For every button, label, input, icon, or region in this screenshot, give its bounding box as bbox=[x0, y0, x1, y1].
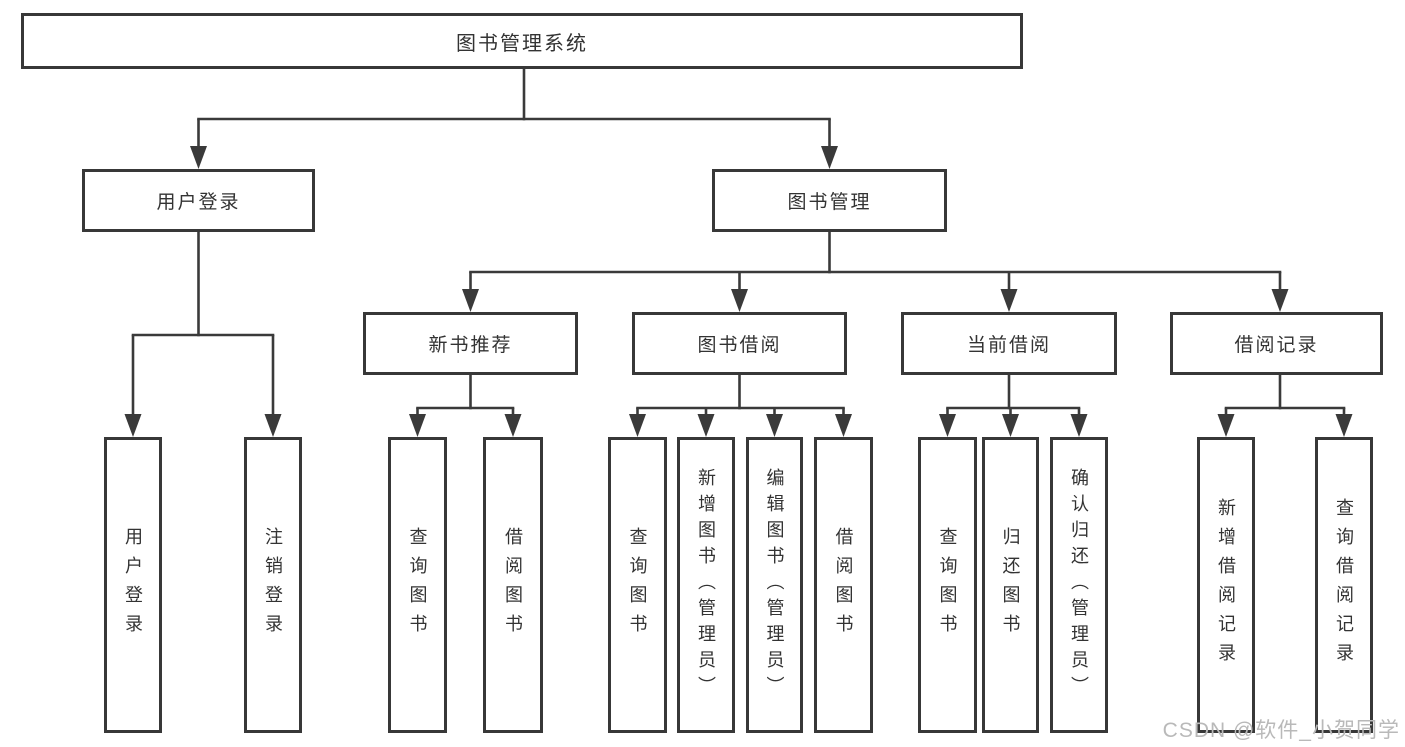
leaf-query-books-recommend: 查询图书 bbox=[388, 437, 447, 733]
node-library-management-system: 图书管理系统 bbox=[21, 13, 1023, 69]
node-label: 借阅记录 bbox=[1234, 335, 1319, 356]
node-borrowing-records: 借阅记录 bbox=[1170, 312, 1383, 375]
leaf-borrow-books-recommend: 借阅图书 bbox=[483, 437, 543, 733]
arrowhead-icon bbox=[1335, 414, 1353, 437]
arrowhead-icon bbox=[629, 414, 646, 437]
leaf-edit-books-admin: 编辑图书（管理员） bbox=[746, 437, 803, 733]
leaf-user-login: 用户登录 bbox=[104, 437, 162, 733]
leaf-query-books-current: 查询图书 bbox=[918, 437, 977, 733]
node-user-login: 用户登录 bbox=[82, 169, 315, 232]
leaf-query-borrow-record: 查询借阅记录 bbox=[1315, 437, 1373, 733]
leaf-logout: 注销登录 bbox=[244, 437, 302, 733]
leaf-confirm-return-admin: 确认归还（管理员） bbox=[1050, 437, 1108, 733]
node-current-borrowing: 当前借阅 bbox=[901, 312, 1117, 375]
arrowhead-icon bbox=[1000, 289, 1018, 312]
node-label: 借阅图书 bbox=[503, 527, 523, 643]
arrowhead-icon bbox=[409, 414, 426, 437]
leaf-add-books-admin: 新增图书（管理员） bbox=[677, 437, 735, 733]
node-label: 新增图书（管理员） bbox=[696, 468, 716, 702]
csdn-watermark: CSDN @软件_小贺同学 bbox=[1162, 719, 1400, 742]
leaf-query-books-borrowing: 查询图书 bbox=[608, 437, 667, 733]
node-label: 图书管理系统 bbox=[456, 32, 588, 55]
arrowhead-icon bbox=[264, 414, 282, 437]
arrowhead-icon bbox=[462, 289, 479, 312]
leaf-borrow-books: 借阅图书 bbox=[814, 437, 873, 733]
arrowhead-icon bbox=[835, 414, 852, 437]
node-label: 查询图书 bbox=[937, 527, 958, 643]
node-label: 注销登录 bbox=[263, 527, 283, 643]
node-label: 归还图书 bbox=[1000, 527, 1021, 643]
node-label: 编辑图书（管理员） bbox=[764, 468, 785, 702]
node-label: 查询图书 bbox=[407, 527, 428, 643]
node-new-book-recommend: 新书推荐 bbox=[363, 312, 578, 375]
leaf-add-borrow-record: 新增借阅记录 bbox=[1197, 437, 1255, 733]
arrowhead-icon bbox=[504, 414, 522, 437]
arrowhead-icon bbox=[697, 414, 715, 437]
arrowhead-icon bbox=[1070, 414, 1088, 437]
node-label: 新增借阅记录 bbox=[1216, 498, 1236, 672]
node-label: 当前借阅 bbox=[966, 335, 1051, 356]
node-book-borrowing: 图书借阅 bbox=[632, 312, 847, 375]
node-label: 查询借阅记录 bbox=[1334, 498, 1354, 672]
node-label: 查询图书 bbox=[627, 527, 648, 643]
node-label: 用户登录 bbox=[156, 192, 241, 213]
arrowhead-icon bbox=[124, 414, 142, 437]
node-label: 借阅图书 bbox=[833, 527, 854, 643]
arrowhead-icon bbox=[821, 146, 838, 169]
arrowhead-icon bbox=[1271, 289, 1289, 312]
arrowhead-icon bbox=[731, 289, 748, 312]
node-label: 确认归还（管理员） bbox=[1069, 468, 1089, 702]
arrowhead-icon bbox=[766, 414, 783, 437]
arrowhead-icon bbox=[1002, 414, 1019, 437]
node-label: 图书借阅 bbox=[697, 335, 782, 356]
arrowhead-icon bbox=[939, 414, 956, 437]
node-label: 图书管理 bbox=[787, 192, 872, 213]
node-label: 用户登录 bbox=[123, 527, 143, 643]
node-book-management: 图书管理 bbox=[712, 169, 947, 232]
leaf-return-books: 归还图书 bbox=[982, 437, 1039, 733]
node-label: 新书推荐 bbox=[428, 335, 513, 356]
arrowhead-icon bbox=[1217, 414, 1235, 437]
arrowhead-icon bbox=[190, 146, 207, 169]
